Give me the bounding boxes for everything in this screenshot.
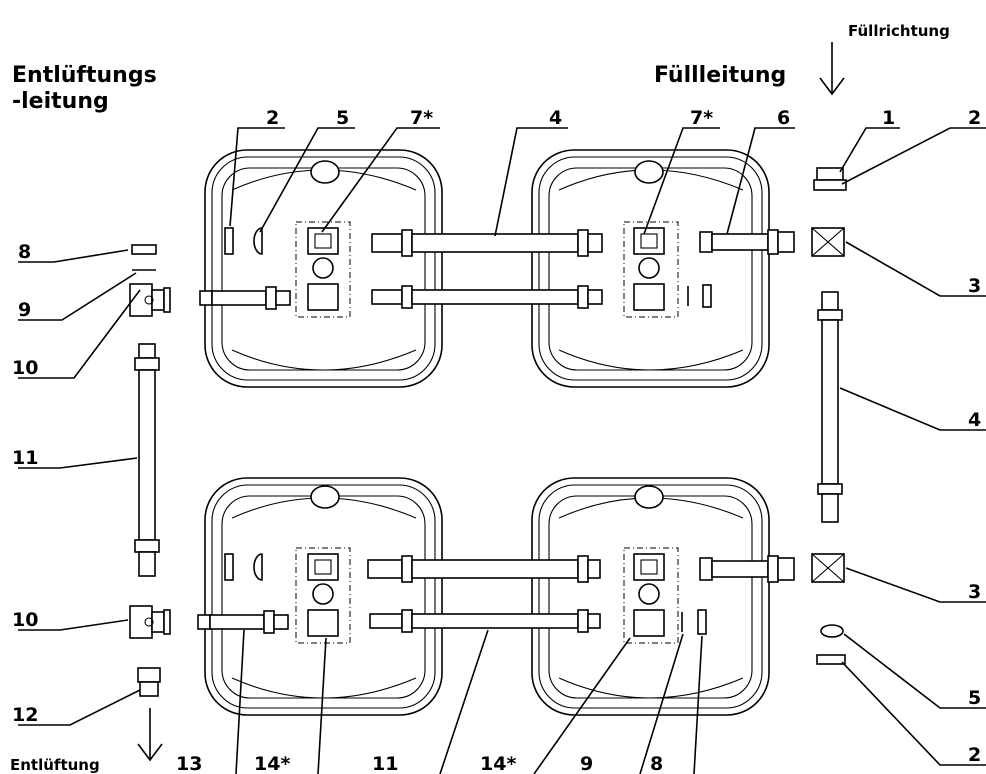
- callout-right-2-top: 2: [968, 107, 981, 129]
- callout-top-7a: 7*: [410, 107, 433, 129]
- pipe-fill-stub-top: [699, 229, 795, 255]
- fittings-bottom-right: [633, 553, 707, 637]
- leader-lines: [18, 127, 986, 774]
- callout-left-11: 11: [12, 447, 38, 469]
- heading-vent: Entlüftung: [10, 756, 100, 774]
- fittings-bottom-left: [224, 553, 339, 637]
- callout-right-3-top: 3: [968, 275, 981, 297]
- heading-fill-line: Füllleitung: [654, 63, 786, 88]
- callout-left-10-bottom: 10: [12, 609, 38, 631]
- tee-fitting-3-top: [811, 227, 845, 257]
- callout-bottom-14b: 14*: [480, 753, 516, 774]
- pipe-vent-stub-top: [199, 286, 291, 310]
- callout-right-1: 1: [882, 107, 895, 129]
- vent-direction-arrow: [137, 708, 163, 762]
- part-1-cap: [813, 167, 847, 191]
- pipe-11-vertical: [134, 343, 160, 577]
- callout-right-5: 5: [968, 687, 981, 709]
- pipe-4-vertical: [817, 291, 843, 523]
- heading-fill-direction: Füllrichtung: [848, 22, 950, 40]
- callout-bottom-14a: 14*: [254, 753, 290, 774]
- part-12-cap: [137, 667, 161, 697]
- tee-fitting-3-bottom: [811, 553, 845, 583]
- pipe-lower-vent: [369, 609, 601, 633]
- callout-right-3-bottom: 3: [968, 581, 981, 603]
- callout-bottom-13: 13: [176, 753, 202, 774]
- fittings-top-left: [224, 227, 339, 311]
- heading-vent-line-2: -leitung: [12, 89, 109, 114]
- callout-bottom-9: 9: [580, 753, 593, 774]
- callout-right-2-bottom: 2: [968, 744, 981, 766]
- callout-left-8: 8: [18, 241, 31, 263]
- callout-left-9: 9: [18, 299, 31, 321]
- callout-right-4: 4: [968, 409, 981, 431]
- callout-bottom-11: 11: [372, 753, 398, 774]
- callout-top-6: 6: [777, 107, 790, 129]
- pipe-fill-stub-bottom: [699, 555, 795, 583]
- seal-5: [820, 624, 844, 638]
- callout-left-12: 12: [12, 704, 38, 726]
- tee-fitting-10-top: [129, 283, 171, 317]
- callout-bottom-8: 8: [650, 753, 663, 774]
- callout-top-5: 5: [336, 107, 349, 129]
- pipe-vent-stub-bottom: [197, 610, 289, 634]
- pipe-upper-vent: [371, 285, 603, 309]
- tee-fitting-10-bottom: [129, 605, 171, 639]
- fittings-top-right: [633, 227, 712, 311]
- callout-top-4: 4: [549, 107, 562, 129]
- heading-vent-line-1: Entlüftungs: [12, 63, 157, 88]
- callout-top-2: 2: [266, 107, 279, 129]
- plug-2: [816, 654, 846, 665]
- callout-left-10-top: 10: [12, 357, 38, 379]
- pipe-lower-fill: [367, 555, 601, 583]
- part-8: [131, 244, 157, 255]
- fill-direction-arrow: [819, 42, 845, 96]
- callout-top-7b: 7*: [690, 107, 713, 129]
- pipe-upper-fill: [371, 229, 603, 257]
